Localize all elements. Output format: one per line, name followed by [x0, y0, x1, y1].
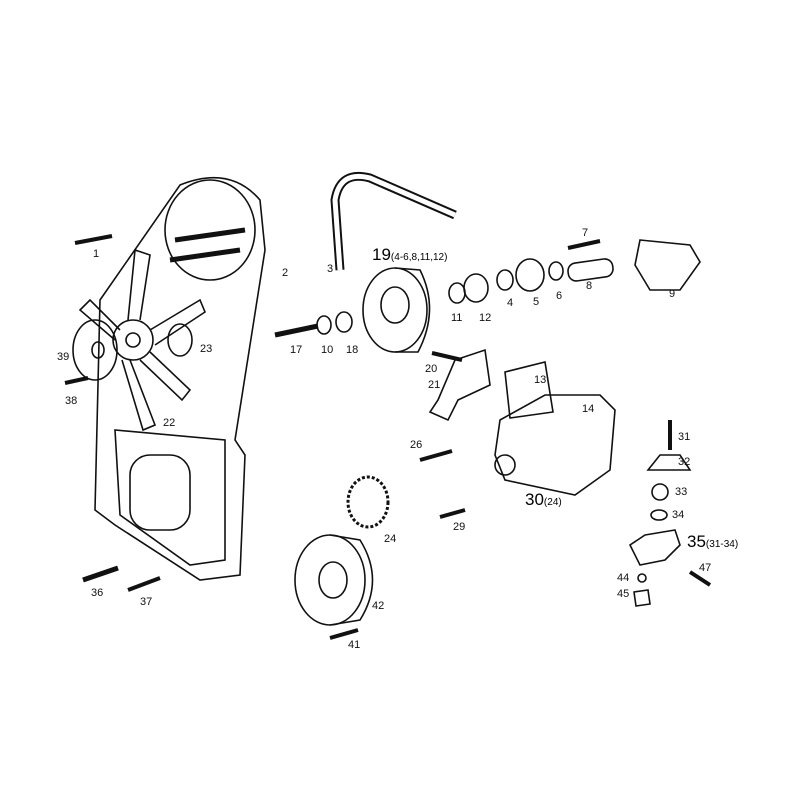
label-41: 41 — [348, 639, 361, 651]
bearing-12 — [463, 273, 489, 303]
label-21: 21 — [428, 379, 441, 391]
bolt-41 — [329, 628, 359, 640]
label-26: 26 — [410, 439, 423, 451]
label-42: 42 — [372, 600, 385, 612]
label-32: 32 — [678, 456, 691, 468]
housing-35 — [628, 529, 681, 566]
pulley-19 — [362, 267, 428, 353]
label-5: 5 — [533, 296, 540, 308]
label-23: 23 — [200, 343, 213, 355]
pulley-39 — [72, 319, 118, 381]
label-20: 20 — [425, 363, 438, 375]
label-3: 3 — [327, 263, 334, 275]
label-6: 6 — [556, 290, 563, 302]
label-12: 12 — [479, 312, 492, 324]
label-10: 10 — [321, 344, 334, 356]
label-17: 17 — [290, 344, 303, 356]
label-39: 39 — [57, 351, 70, 363]
label-36: 36 — [91, 587, 104, 599]
thermostat-33 — [651, 483, 669, 501]
bolt-29 — [439, 508, 466, 519]
gear-24 — [346, 475, 390, 529]
label-4: 4 — [507, 297, 514, 309]
label-14: 14 — [582, 403, 595, 415]
label-44: 44 — [617, 572, 630, 584]
washer-18 — [335, 311, 353, 333]
label-31: 31 — [678, 431, 691, 443]
label-47: 47 — [699, 562, 712, 574]
nut-45 — [633, 589, 651, 607]
bolt-7 — [567, 239, 601, 250]
label-11: 11 — [451, 312, 463, 324]
cover-top-boss — [164, 179, 256, 281]
label-29: 29 — [453, 521, 466, 533]
cap-32 — [646, 454, 692, 471]
label-37: 37 — [140, 596, 153, 608]
bolt-20 — [431, 351, 463, 362]
label-34: 34 — [672, 509, 685, 521]
part-23 — [167, 323, 193, 357]
label-13: 13 — [534, 374, 547, 386]
bolt-47 — [688, 570, 712, 587]
nut-44 — [637, 573, 647, 583]
label-45: 45 — [617, 588, 630, 600]
seal-5 — [515, 258, 545, 292]
sleeve-8 — [567, 258, 614, 282]
bolt-1 — [74, 234, 113, 245]
label-22: 22 — [163, 417, 176, 429]
pulley-42 — [294, 534, 366, 626]
label-8: 8 — [586, 280, 593, 292]
label-1: 1 — [93, 248, 100, 260]
label-9: 9 — [669, 288, 676, 300]
label-33: 33 — [675, 486, 688, 498]
label-18: 18 — [346, 344, 359, 356]
pump-body-14 — [494, 394, 616, 496]
bolt-17 — [274, 323, 319, 338]
washer-10 — [316, 315, 332, 335]
label-19: 19(4-6,8,11,12) — [372, 245, 448, 264]
bolt-38 — [64, 376, 89, 385]
label-30: 30(24) — [525, 490, 562, 509]
bolt-37 — [127, 576, 161, 592]
bolt-36 — [82, 565, 119, 583]
timing-cover — [94, 177, 266, 581]
label-24: 24 — [384, 533, 397, 545]
bolt-26 — [419, 449, 453, 462]
label-7: 7 — [582, 227, 589, 239]
housing-9 — [634, 239, 701, 291]
ring-6 — [548, 261, 564, 281]
gasket-13 — [504, 361, 554, 419]
label-38: 38 — [65, 395, 78, 407]
label-35: 35(31-34) — [687, 532, 739, 551]
fan-hub — [78, 248, 206, 432]
cover-opening — [129, 454, 191, 531]
label-2: 2 — [282, 267, 289, 279]
ring-11 — [448, 282, 466, 304]
oring-34 — [650, 509, 668, 521]
ring-4 — [496, 269, 514, 291]
